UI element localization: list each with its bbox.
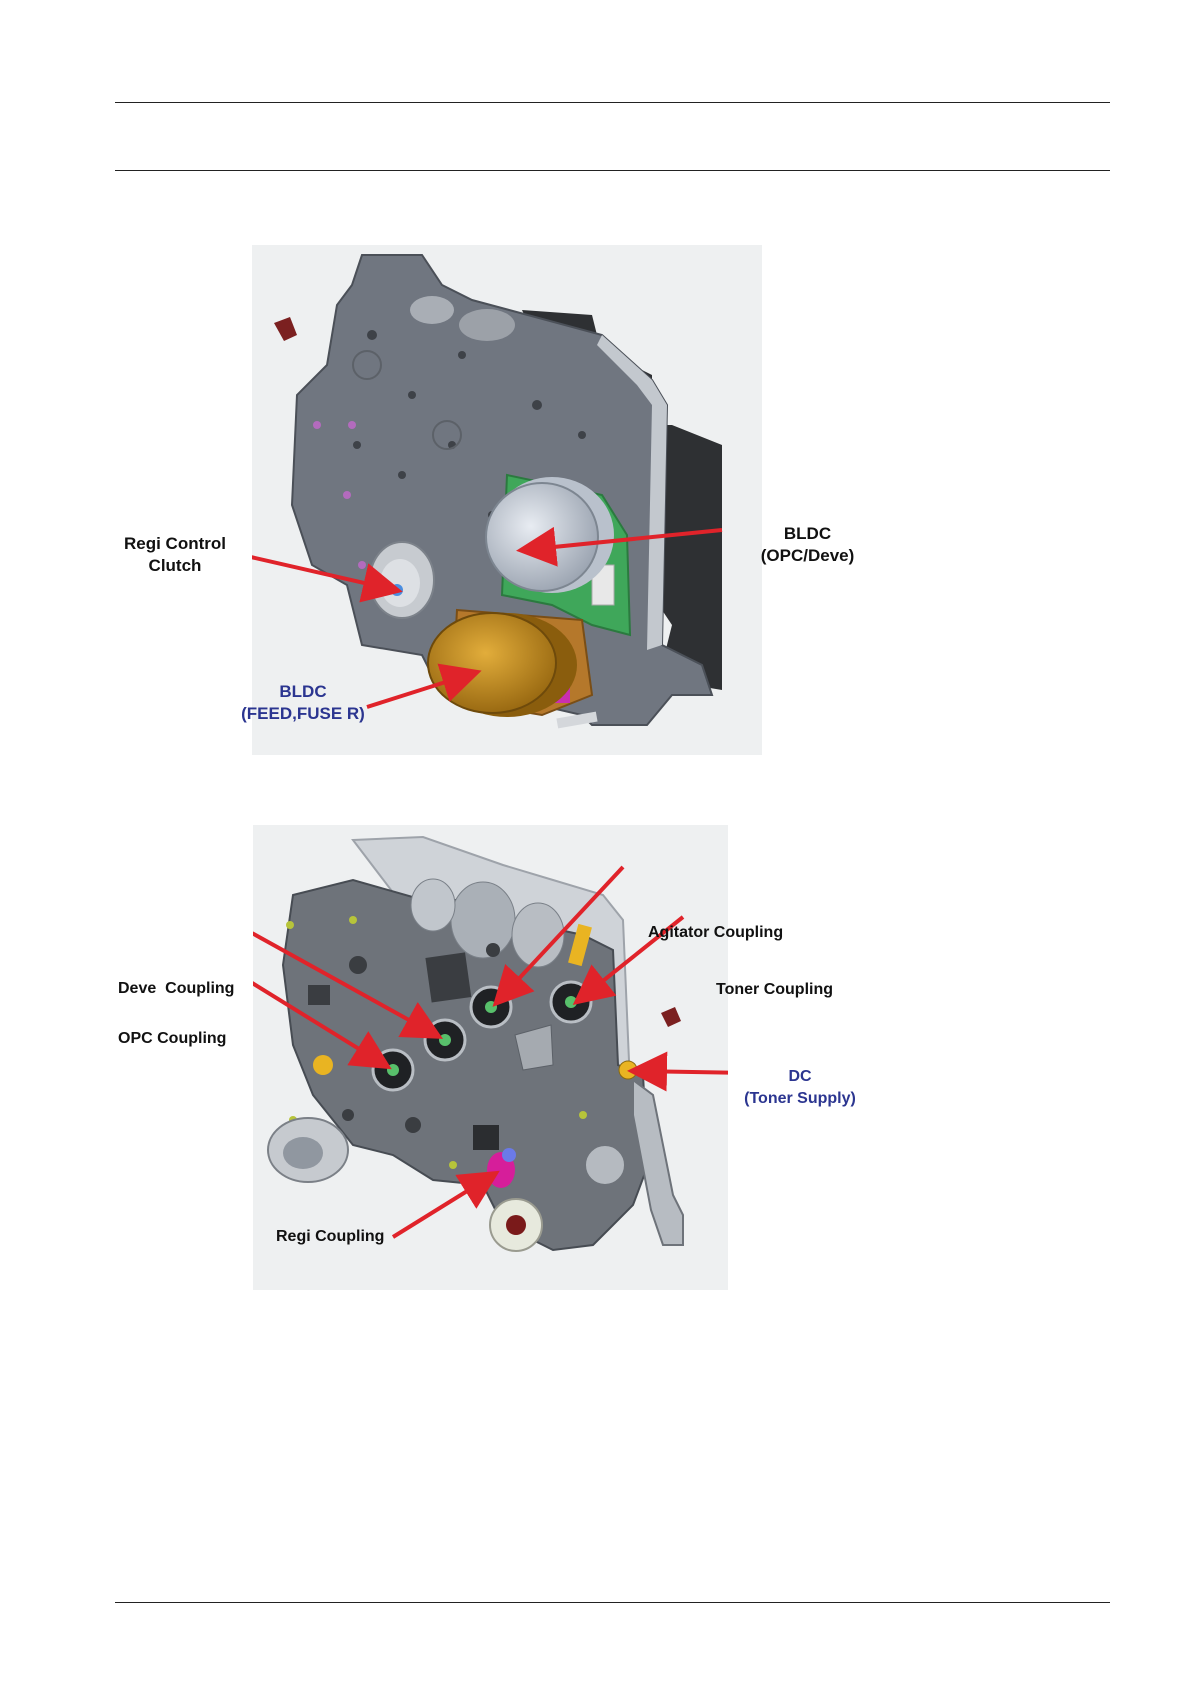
- footer-rule: [115, 1602, 1110, 1603]
- label-bldc-opc-deve: BLDC (OPC/Deve): [745, 523, 870, 567]
- label-bldc-feed-fuser: BLDC (FEED,FUSE R): [228, 681, 378, 725]
- label-agitator-coupling: Agitator Coupling: [648, 922, 783, 944]
- label-regi-control-clutch: Regi Control Clutch: [110, 533, 240, 577]
- label-toner-coupling: Toner Coupling: [716, 979, 833, 1001]
- figure-drive-unit-front: [252, 245, 762, 755]
- label-line: (FEED,FUSE R): [228, 703, 378, 725]
- header-rule-top: [115, 102, 1110, 103]
- label-deve-coupling: Deve Coupling: [118, 978, 234, 1000]
- label-line: (Toner Supply): [735, 1088, 865, 1110]
- label-line: BLDC: [745, 523, 870, 545]
- header-rule-bottom: [115, 170, 1110, 171]
- label-line: Clutch: [110, 555, 240, 577]
- label-line: DC: [735, 1066, 865, 1088]
- label-line: BLDC: [228, 681, 378, 703]
- label-line: (OPC/Deve): [745, 545, 870, 567]
- figure-drive-unit-rear: [253, 825, 728, 1290]
- label-regi-coupling: Regi Coupling: [276, 1226, 384, 1248]
- label-dc-toner-supply: DC (Toner Supply): [735, 1066, 865, 1110]
- label-opc-coupling: OPC Coupling: [118, 1028, 226, 1050]
- label-line: Regi Control: [110, 533, 240, 555]
